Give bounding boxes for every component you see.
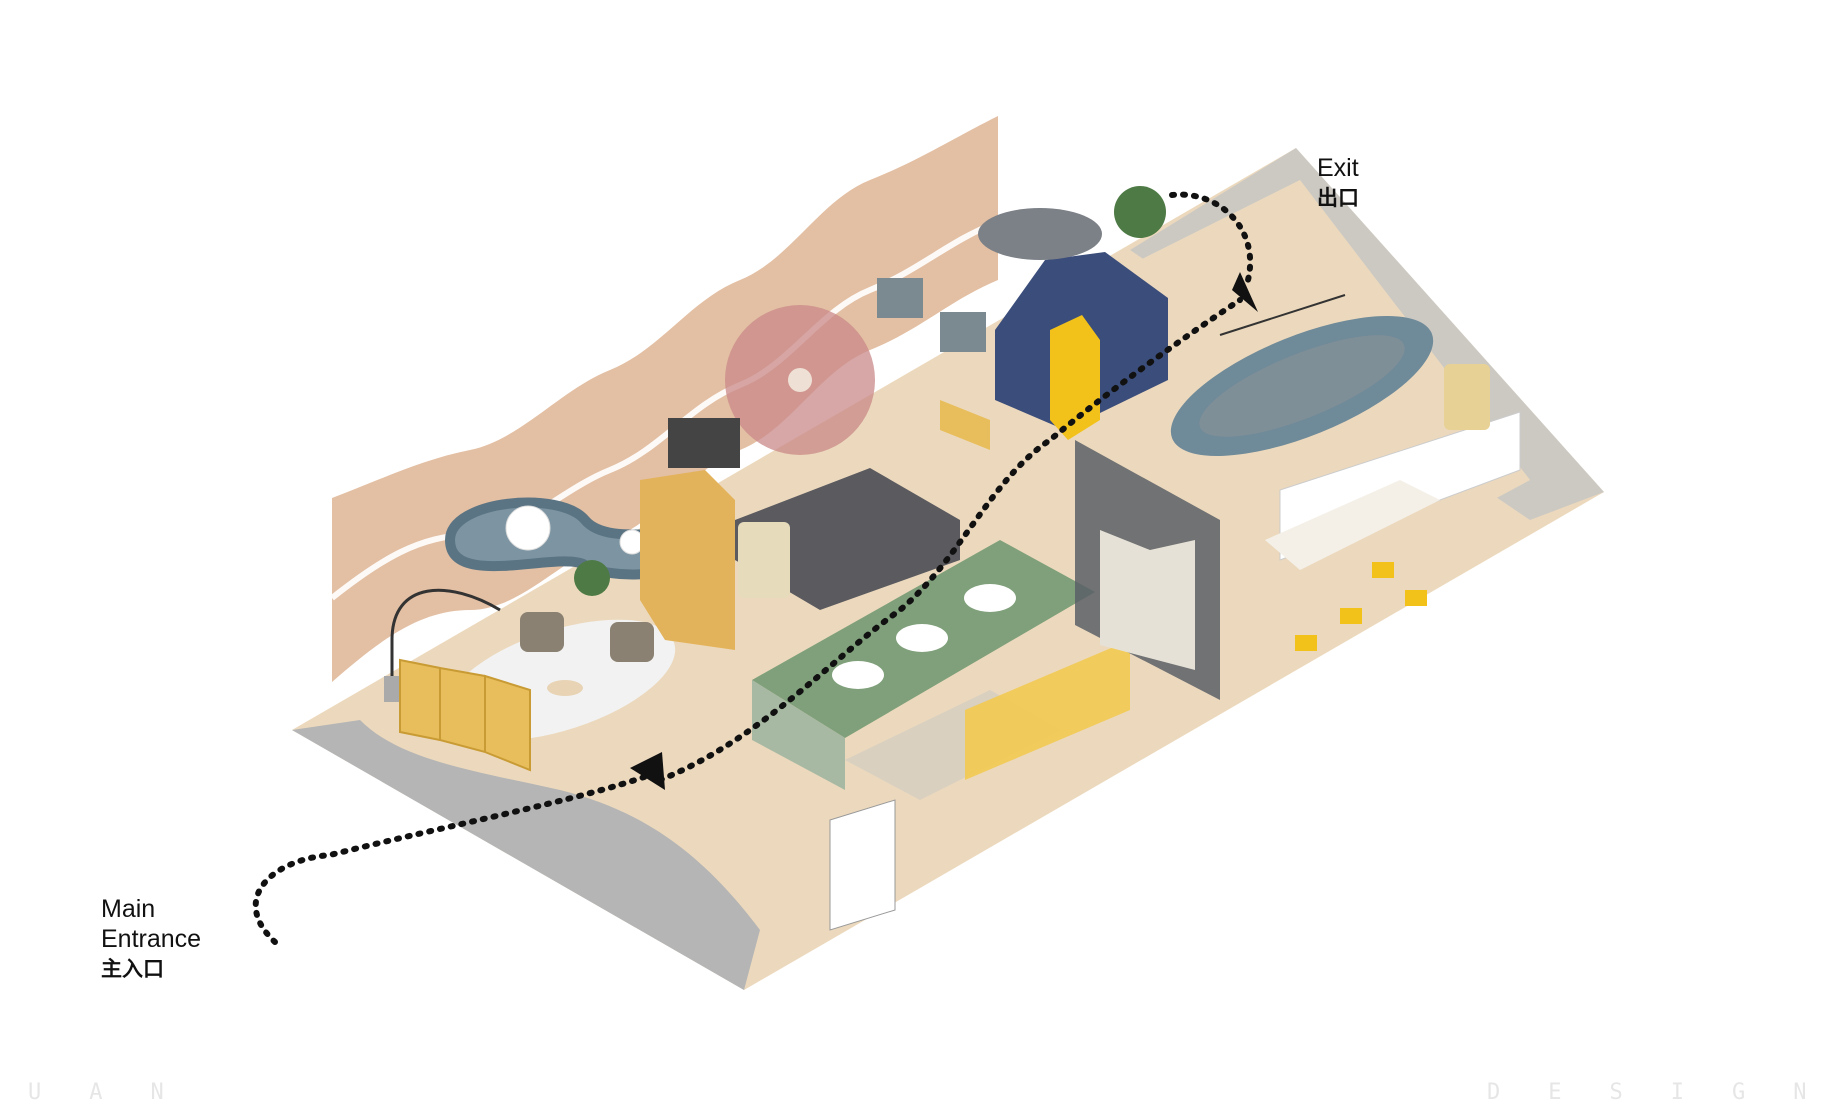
entrance-arrow-head: [630, 752, 665, 790]
beige-cabinet: [738, 522, 790, 598]
entrance-cn: 主入口: [101, 957, 164, 981]
entrance-carpet: [292, 720, 760, 990]
exit-label: Exit 出口: [1317, 153, 1359, 213]
yellow-chair: [1405, 590, 1427, 606]
shelf-unit: [829, 799, 896, 931]
floor-lamp: [390, 588, 501, 680]
watermark-right: DESIGN: [1487, 1080, 1826, 1105]
sunburst-felt-lamp: [725, 305, 875, 455]
reception-desk: [735, 468, 960, 610]
yellow-shelving: [640, 470, 735, 650]
beige-panel: [1444, 364, 1490, 430]
exit-arrow-head: [1232, 272, 1258, 312]
yellow-chair: [1340, 608, 1362, 624]
side-table: [547, 680, 583, 696]
entrance-path: [252, 772, 653, 945]
white-cabinet: [1100, 530, 1195, 670]
felt-panel: [940, 312, 986, 352]
table-light: [964, 584, 1016, 612]
lounge-chair: [610, 622, 654, 662]
tv-screen: [668, 418, 740, 468]
booth-canopy: [978, 208, 1102, 260]
main-entrance-label: Main Entrance 主入口: [101, 894, 201, 984]
yellow-partition: [940, 400, 990, 450]
plant: [574, 560, 610, 596]
watermark-left: UAN: [28, 1080, 212, 1105]
lamp-base: [384, 676, 400, 702]
lounge-chair: [520, 612, 564, 652]
table-light: [832, 661, 884, 689]
pendant-globe: [505, 505, 551, 551]
yellow-chair: [1372, 562, 1394, 578]
yellow-chair: [1295, 635, 1317, 651]
meeting-table: [1265, 480, 1440, 570]
exit-line1: Exit: [1317, 154, 1359, 182]
entrance-line2: Entrance: [101, 925, 202, 953]
entrance-line1: Main: [101, 895, 156, 923]
yellow-screen: [399, 658, 531, 772]
plant: [1114, 186, 1166, 238]
circulation-path: [657, 297, 1243, 783]
table-side: [752, 680, 845, 790]
felt-panel: [877, 278, 923, 318]
exit-path: [1169, 191, 1254, 283]
exit-cn: 出口: [1317, 186, 1359, 210]
table-light: [896, 624, 948, 652]
table-opening: [1199, 335, 1405, 437]
yellow-screen: [965, 640, 1130, 780]
frame-line: [1219, 294, 1346, 336]
